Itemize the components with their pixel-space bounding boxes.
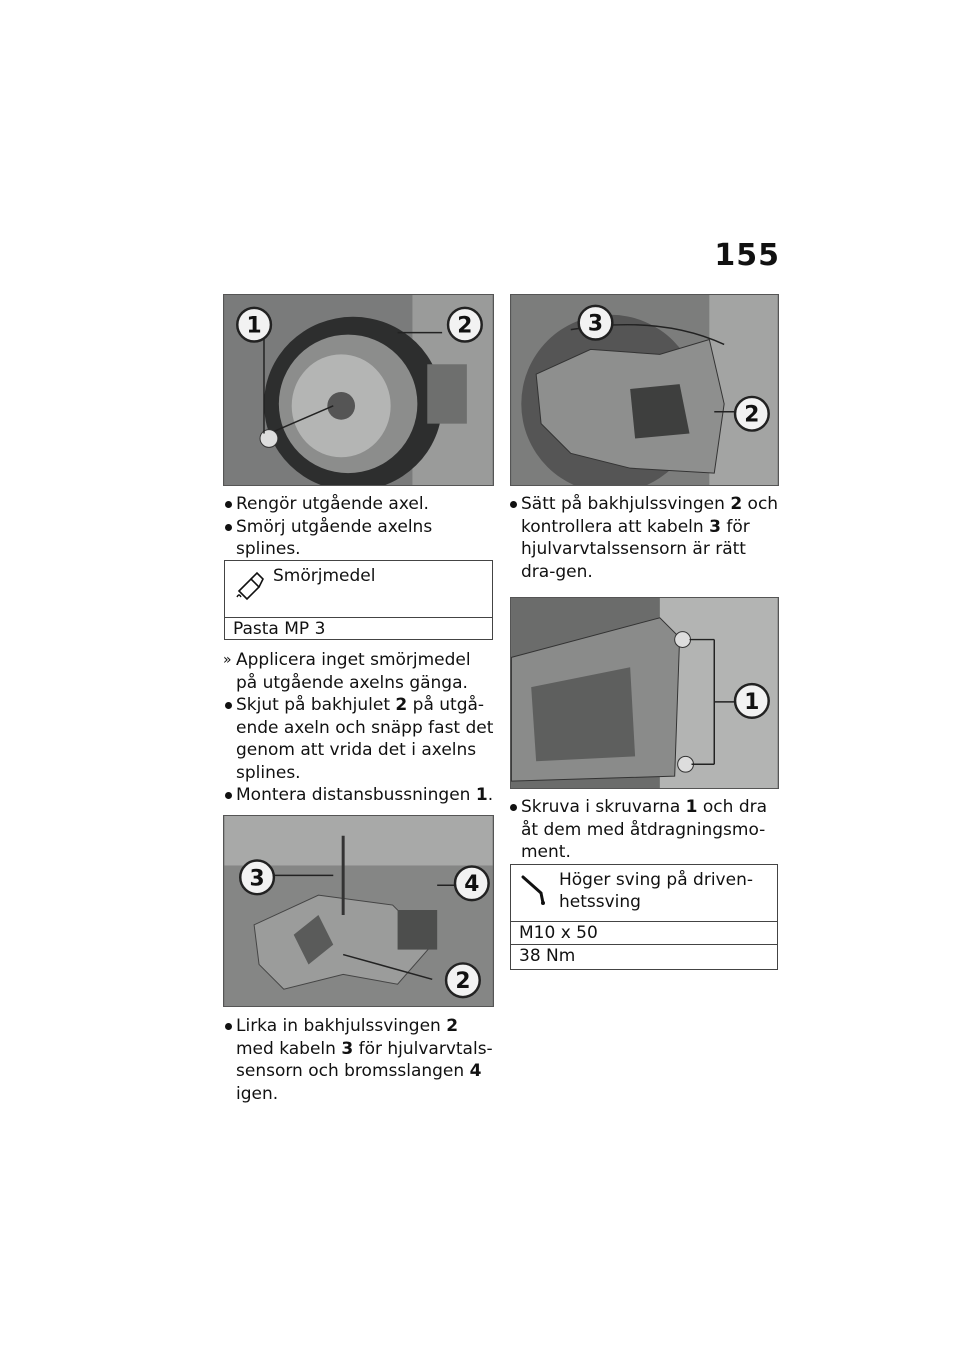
rear-wheel-illustration: 1 2	[224, 295, 493, 485]
photo-screws: 1	[510, 597, 779, 789]
photo-swingarm-fit: 3 4 2	[223, 815, 494, 1007]
result-no-lube-thread-text: Applicera inget smörjmedel på utgående a…	[236, 650, 471, 693]
torque-table: Höger sving på driven-hetssving M10 x 50…	[510, 864, 778, 970]
left-steps-top: Rengör utgående axel. Smörj utgående axe…	[224, 493, 494, 561]
step-lube-splines: Smörj utgående axelns splines.	[224, 516, 494, 561]
photo-rear-wheel: 1 2	[223, 294, 494, 486]
torque-value: 38 Nm	[519, 946, 576, 966]
step-push-wheel: Skjut på bakhjulet 2 på utgå-ende axeln …	[224, 694, 496, 784]
callout-1: 1	[247, 314, 262, 339]
callout-3: 3	[249, 866, 264, 891]
step-maneuver-swingarm: Lirka in bakhjulssvingen 2 med kabeln 3 …	[224, 1015, 496, 1105]
page-number: 155	[714, 238, 780, 273]
photo-swingarm-attach: 3 2	[510, 294, 779, 486]
step-clean-shaft: Rengör utgående axel.	[224, 493, 494, 516]
lubricant-table: Smörjmedel Pasta MP 3	[224, 560, 493, 640]
callout-2c: 2	[744, 403, 759, 428]
lubricant-table-title: Smörjmedel	[273, 566, 376, 586]
left-steps-bottom: Lirka in bakhjulssvingen 2 med kabeln 3 …	[224, 1015, 496, 1105]
screws-illustration: 1	[511, 598, 778, 788]
right-steps-top: Sätt på bakhjulssvingen 2 och kontroller…	[509, 493, 783, 583]
lubricant-value: Pasta MP 3	[233, 619, 326, 639]
result-no-lube-thread: » Applicera inget smörjmedel på utgående…	[223, 649, 496, 694]
torque-table-header: Höger sving på driven-hetssving	[511, 865, 777, 922]
result-arrow-icon: »	[223, 652, 232, 668]
callout-3b: 3	[588, 312, 603, 337]
step-tighten-screws: Skruva i skruvarna 1 och dra åt dem med …	[509, 796, 783, 864]
callout-2: 2	[457, 314, 472, 339]
torque-screw-spec: M10 x 50	[511, 922, 777, 945]
swingarm-attach-illustration: 3 2	[511, 295, 778, 485]
lubricant-icon	[236, 571, 264, 601]
callout-4: 4	[464, 872, 479, 897]
lubricant-table-header: Smörjmedel	[225, 561, 492, 618]
step-fit-swingarm: Sätt på bakhjulssvingen 2 och kontroller…	[509, 493, 783, 583]
left-steps-middle: » Applicera inget smörjmedel på utgående…	[223, 649, 496, 807]
step-fit-spacer: Montera distansbussningen 1.	[224, 784, 496, 807]
swingarm-fit-illustration: 3 4 2	[224, 816, 493, 1006]
torque-wrench-icon	[521, 875, 545, 905]
torque-table-title: Höger sving på driven-hetssving	[559, 870, 753, 912]
callout-1b: 1	[744, 690, 759, 715]
right-steps-bottom: Skruva i skruvarna 1 och dra åt dem med …	[509, 796, 783, 864]
callout-2b: 2	[455, 969, 470, 994]
